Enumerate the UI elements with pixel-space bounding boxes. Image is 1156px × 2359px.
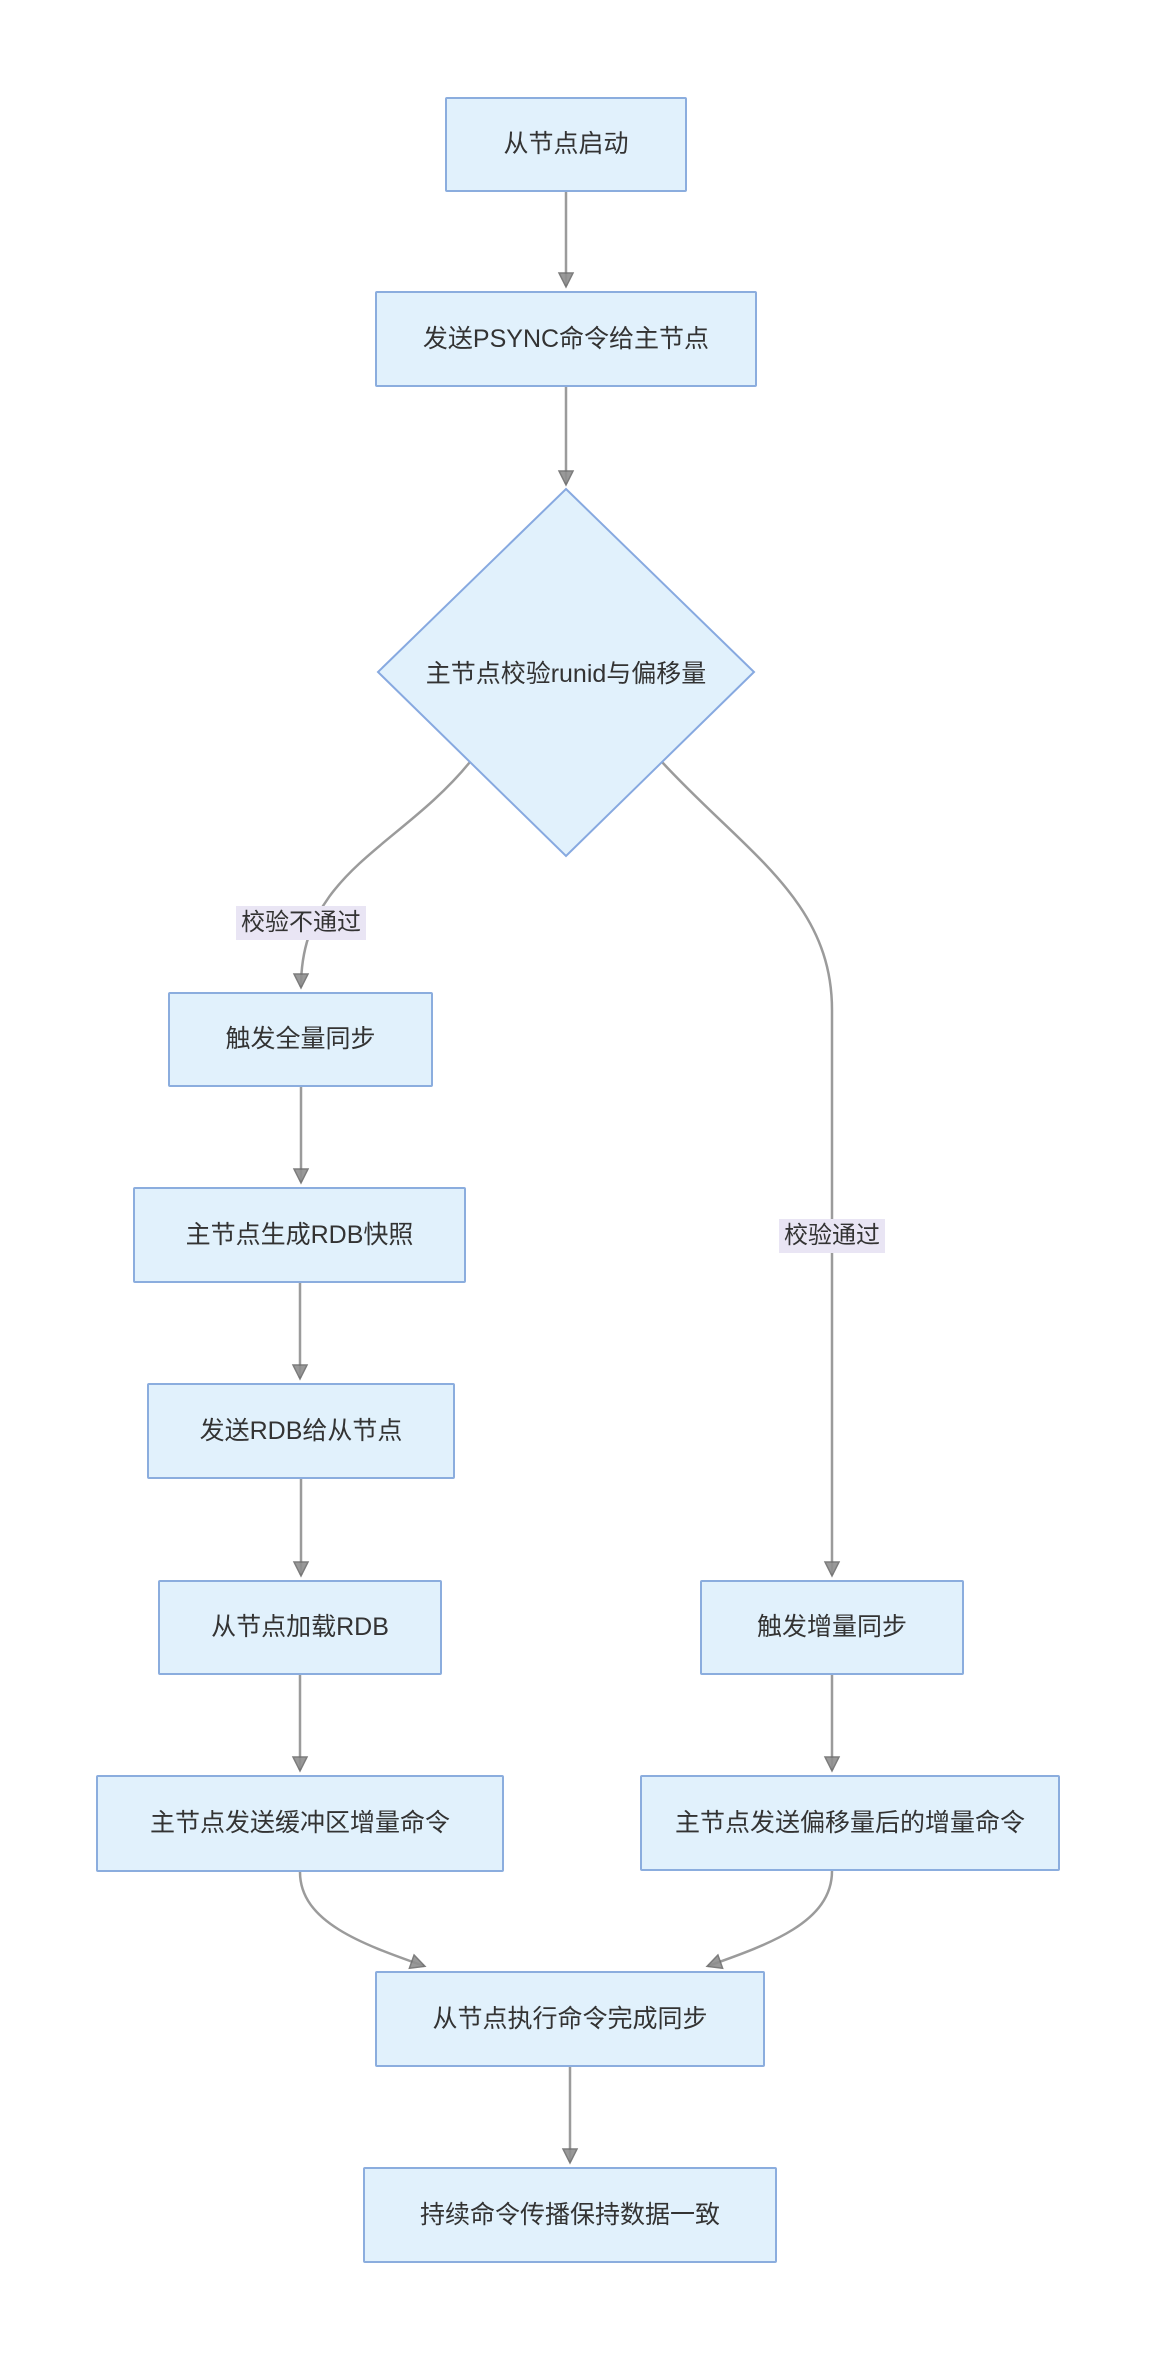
node-send-psync: 发送PSYNC命令给主节点 [375, 291, 757, 387]
node-send-offset-commands: 主节点发送偏移量后的增量命令 [640, 1775, 1060, 1871]
edge-buffer-cmds-to-exec [298, 1871, 427, 1970]
node-slave-start: 从节点启动 [445, 97, 687, 192]
node-command-propagation: 持续命令传播保持数据一致 [363, 2167, 777, 2263]
node-send-rdb-to-slave: 发送RDB给从节点 [147, 1383, 455, 1479]
decision-check-runid-label: 主节点校验runid与偏移量 [425, 660, 707, 688]
node-trigger-incremental-sync: 触发增量同步 [700, 1580, 964, 1675]
node-trigger-full-sync: 触发全量同步 [168, 992, 433, 1087]
edge-check-to-incr-sync [661, 761, 841, 1578]
node-send-buffer-commands: 主节点发送缓冲区增量命令 [96, 1775, 504, 1872]
edge-label-check-fail: 校验不通过 [236, 906, 366, 940]
edge-check-to-full-sync [292, 761, 471, 990]
node-slave-load-rdb: 从节点加载RDB [158, 1580, 442, 1675]
node-generate-rdb-snapshot: 主节点生成RDB快照 [133, 1187, 466, 1283]
decision-diamond-shape [376, 487, 756, 858]
edge-offset-cmds-to-exec [705, 1870, 834, 1970]
node-execute-commands-complete-sync: 从节点执行命令完成同步 [375, 1971, 765, 2067]
edge-label-check-pass: 校验通过 [779, 1219, 885, 1253]
